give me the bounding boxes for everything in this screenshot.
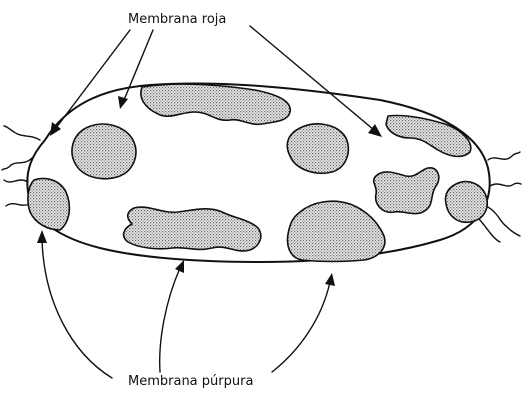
arrow-purpura-3-head xyxy=(325,273,335,286)
flagellum-right-4 xyxy=(478,218,500,242)
label-membrana-roja: Membrana roja xyxy=(128,12,226,27)
flagellum-right-2 xyxy=(490,183,521,186)
purple-patch-1 xyxy=(141,84,290,124)
flagellum-left-2 xyxy=(2,158,32,170)
arrow-purpura-2-line xyxy=(160,268,180,372)
purple-patch-2 xyxy=(72,124,136,179)
arrow-roja-2-head xyxy=(118,96,128,109)
purple-patch-7 xyxy=(28,179,69,231)
flagellum-right-1 xyxy=(488,152,520,160)
purple-patch-3 xyxy=(287,124,348,173)
purple-patch-4 xyxy=(386,115,471,156)
arrow-purpura-1-head xyxy=(37,230,47,243)
arrow-purpura-1-line xyxy=(42,240,112,378)
purple-patch-9 xyxy=(288,201,385,261)
flagellum-right-3 xyxy=(486,206,520,236)
arrow-roja-1-line xyxy=(56,30,130,128)
arrow-purpura-3-line xyxy=(272,282,330,372)
purple-patch-6 xyxy=(445,182,487,223)
flagellum-left-1 xyxy=(4,126,40,140)
arrow-purpura-2-head xyxy=(175,260,184,273)
label-membrana-purpura: Membrana púrpura xyxy=(128,374,253,389)
flagellum-left-4 xyxy=(6,204,30,206)
flagellum-left-3 xyxy=(4,180,28,182)
purple-patch-8 xyxy=(124,207,261,251)
purple-patch-5 xyxy=(374,168,439,214)
